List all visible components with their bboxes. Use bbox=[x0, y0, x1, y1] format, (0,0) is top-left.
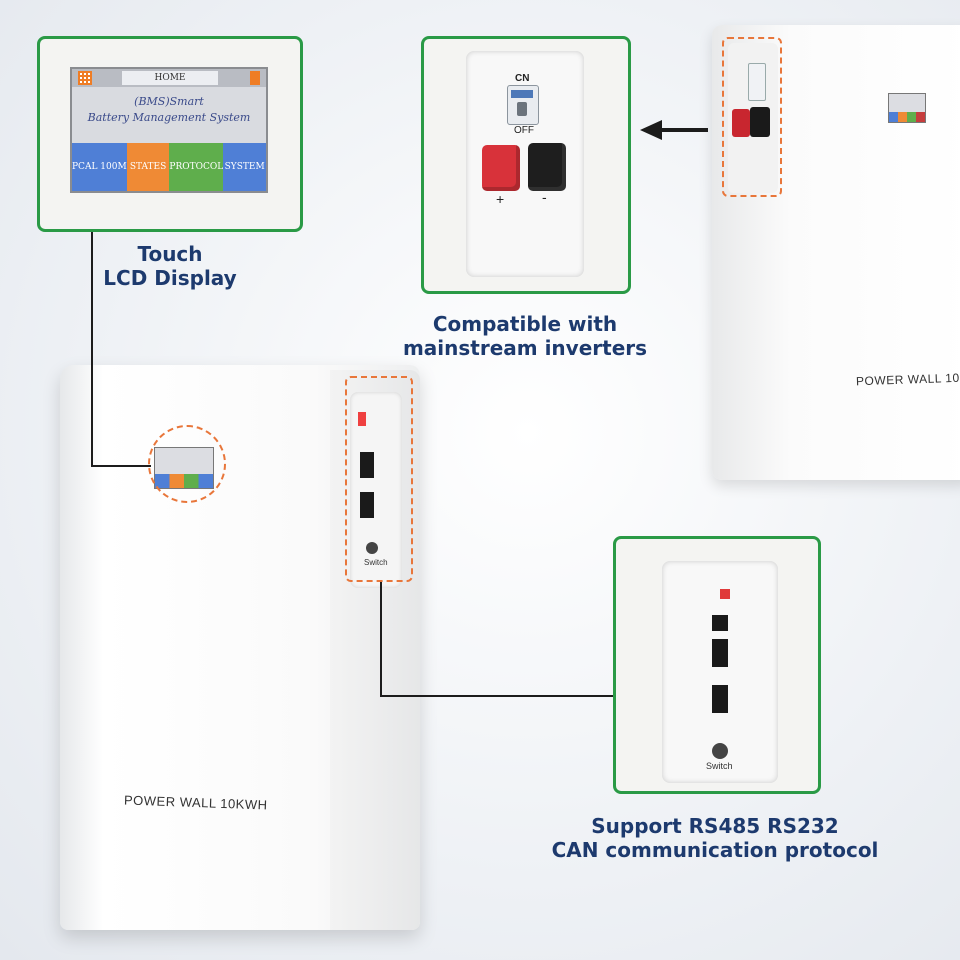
lcd-caption-line2: LCD Display bbox=[103, 266, 237, 290]
switch-label: Switch bbox=[706, 761, 733, 771]
mini-breaker bbox=[748, 63, 766, 101]
lcd-callout-line-v bbox=[91, 213, 93, 467]
comms-caption-line2: CAN communication protocol bbox=[551, 838, 879, 862]
inverter-caption: Compatible with mainstream inverters bbox=[400, 312, 650, 360]
breaker-on-label: CN bbox=[515, 73, 530, 84]
lcd-tab-system[interactable]: SYSTEM bbox=[223, 143, 266, 191]
menu-grid-icon[interactable] bbox=[78, 71, 92, 85]
lcd-tab-pcal[interactable]: PCAL 100M bbox=[72, 143, 127, 191]
lcd-home-label[interactable]: HOME bbox=[122, 71, 218, 85]
cabinet-right: POWER WALL 10KWH bbox=[712, 25, 960, 480]
lcd-caption-line1: Touch bbox=[137, 242, 203, 266]
mini-negative-terminal bbox=[750, 107, 770, 137]
positive-label: + bbox=[496, 191, 505, 207]
ports-callout-line-v bbox=[380, 582, 382, 697]
exit-icon[interactable] bbox=[250, 71, 260, 85]
cabinet-main-label: POWER WALL 10KWH bbox=[123, 792, 268, 813]
lcd-screen: HOME (BMS)Smart Battery Management Syste… bbox=[70, 67, 268, 193]
main-port-recess: Switch bbox=[350, 392, 402, 588]
arrow-line bbox=[660, 128, 708, 132]
breaker-toggle[interactable] bbox=[517, 102, 527, 116]
cabinet-right-label: POWER WALL 10KWH bbox=[855, 369, 960, 389]
lcd-tabs: PCAL 100M STATES PROTOCOL SYSTEM bbox=[72, 143, 266, 191]
mini-positive-terminal bbox=[732, 109, 750, 137]
arrow-left-icon bbox=[640, 120, 662, 140]
negative-label: - bbox=[542, 189, 547, 205]
circuit-breaker[interactable] bbox=[507, 85, 539, 125]
lcd-tab-protocol[interactable]: PROTOCOL bbox=[169, 143, 224, 191]
lcd-callout-line-h bbox=[91, 465, 151, 467]
positive-terminal[interactable] bbox=[482, 145, 520, 191]
inverter-callout: CN OFF + - bbox=[421, 36, 631, 294]
comms-caption-line1: Support RS485 RS232 bbox=[591, 814, 839, 838]
lcd-title-line1: (BMS)Smart bbox=[134, 95, 204, 108]
dip-switch[interactable] bbox=[720, 589, 730, 599]
mini-lcd bbox=[888, 93, 926, 123]
right-highlight-rect bbox=[722, 37, 782, 197]
comms-callout: Switch bbox=[613, 536, 821, 794]
ports-callout-line-h bbox=[380, 695, 677, 697]
main-switch-label: Switch bbox=[364, 558, 388, 567]
ports-highlight-rect bbox=[345, 376, 413, 582]
lcd-callout: HOME (BMS)Smart Battery Management Syste… bbox=[37, 36, 303, 232]
breaker-off-label: OFF bbox=[514, 125, 534, 136]
power-switch-button[interactable] bbox=[712, 743, 728, 759]
can-port[interactable] bbox=[712, 685, 728, 713]
lcd-caption: Touch LCD Display bbox=[60, 242, 280, 290]
negative-terminal[interactable] bbox=[528, 143, 566, 191]
inverter-caption-line1: Compatible with bbox=[432, 312, 618, 336]
lcd-highlight-circle bbox=[148, 425, 226, 503]
comms-caption: Support RS485 RS232 CAN communication pr… bbox=[540, 814, 890, 862]
rs485-port[interactable] bbox=[712, 639, 728, 667]
lcd-title-line2: Battery Management System bbox=[87, 111, 251, 124]
inverter-caption-line2: mainstream inverters bbox=[402, 336, 648, 360]
rs232-port[interactable] bbox=[712, 615, 728, 631]
cabinet-main-side: Switch bbox=[330, 370, 420, 930]
lcd-tab-states[interactable]: STATES bbox=[126, 143, 170, 191]
